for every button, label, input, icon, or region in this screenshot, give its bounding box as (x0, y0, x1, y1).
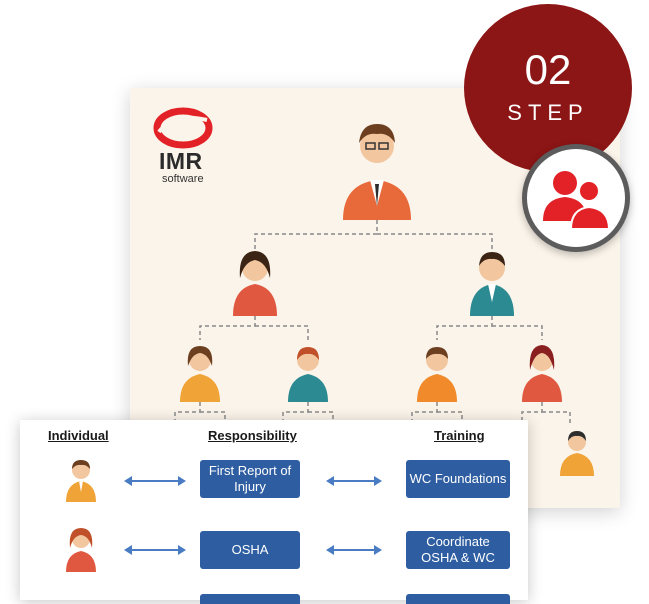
logo-sub-text: software (162, 173, 204, 185)
header-individual: Individual (48, 428, 109, 443)
person-l4-right-icon (560, 431, 594, 476)
individual-male-icon (66, 460, 96, 502)
people-badge (522, 144, 630, 252)
person-l3-2-icon (288, 347, 328, 402)
training-box-1: WC Foundations (406, 460, 510, 498)
person-l2-left-icon (233, 251, 277, 316)
logo-brand-text: IMR (159, 148, 203, 174)
person-l2-right-icon (470, 252, 514, 316)
responsibility-box-2: OSHA (200, 531, 300, 569)
row2-left-arrow-icon (124, 545, 186, 555)
people-icon (543, 171, 611, 230)
header-training: Training (434, 428, 485, 443)
header-responsibility: Responsibility (208, 428, 297, 443)
step-badge: 02 STEP (464, 4, 632, 172)
step-number: 02 (524, 46, 572, 93)
individual-female-icon (66, 528, 96, 572)
responsibility-panel: Individual Responsibility Training First… (20, 420, 528, 604)
row2-right-arrow-icon (326, 545, 382, 555)
org-chart (174, 124, 594, 476)
row1-left-arrow-icon (124, 476, 186, 486)
person-l3-3-icon (417, 347, 457, 402)
org-connectors (174, 220, 571, 424)
responsibility-box-3-partial (200, 594, 300, 604)
row1-right-arrow-icon (326, 476, 382, 486)
step-word: STEP (507, 100, 589, 125)
training-box-2: Coordinate OSHA & WC (406, 531, 510, 569)
imr-logo: IMR software (153, 106, 217, 186)
logo-swoosh-icon (153, 107, 213, 149)
person-l3-1-icon (180, 346, 220, 402)
person-l3-4-icon (522, 345, 562, 402)
responsibility-box-1: First Report of Injury (200, 460, 300, 498)
person-top-icon (343, 124, 411, 220)
training-box-3-partial (406, 594, 510, 604)
